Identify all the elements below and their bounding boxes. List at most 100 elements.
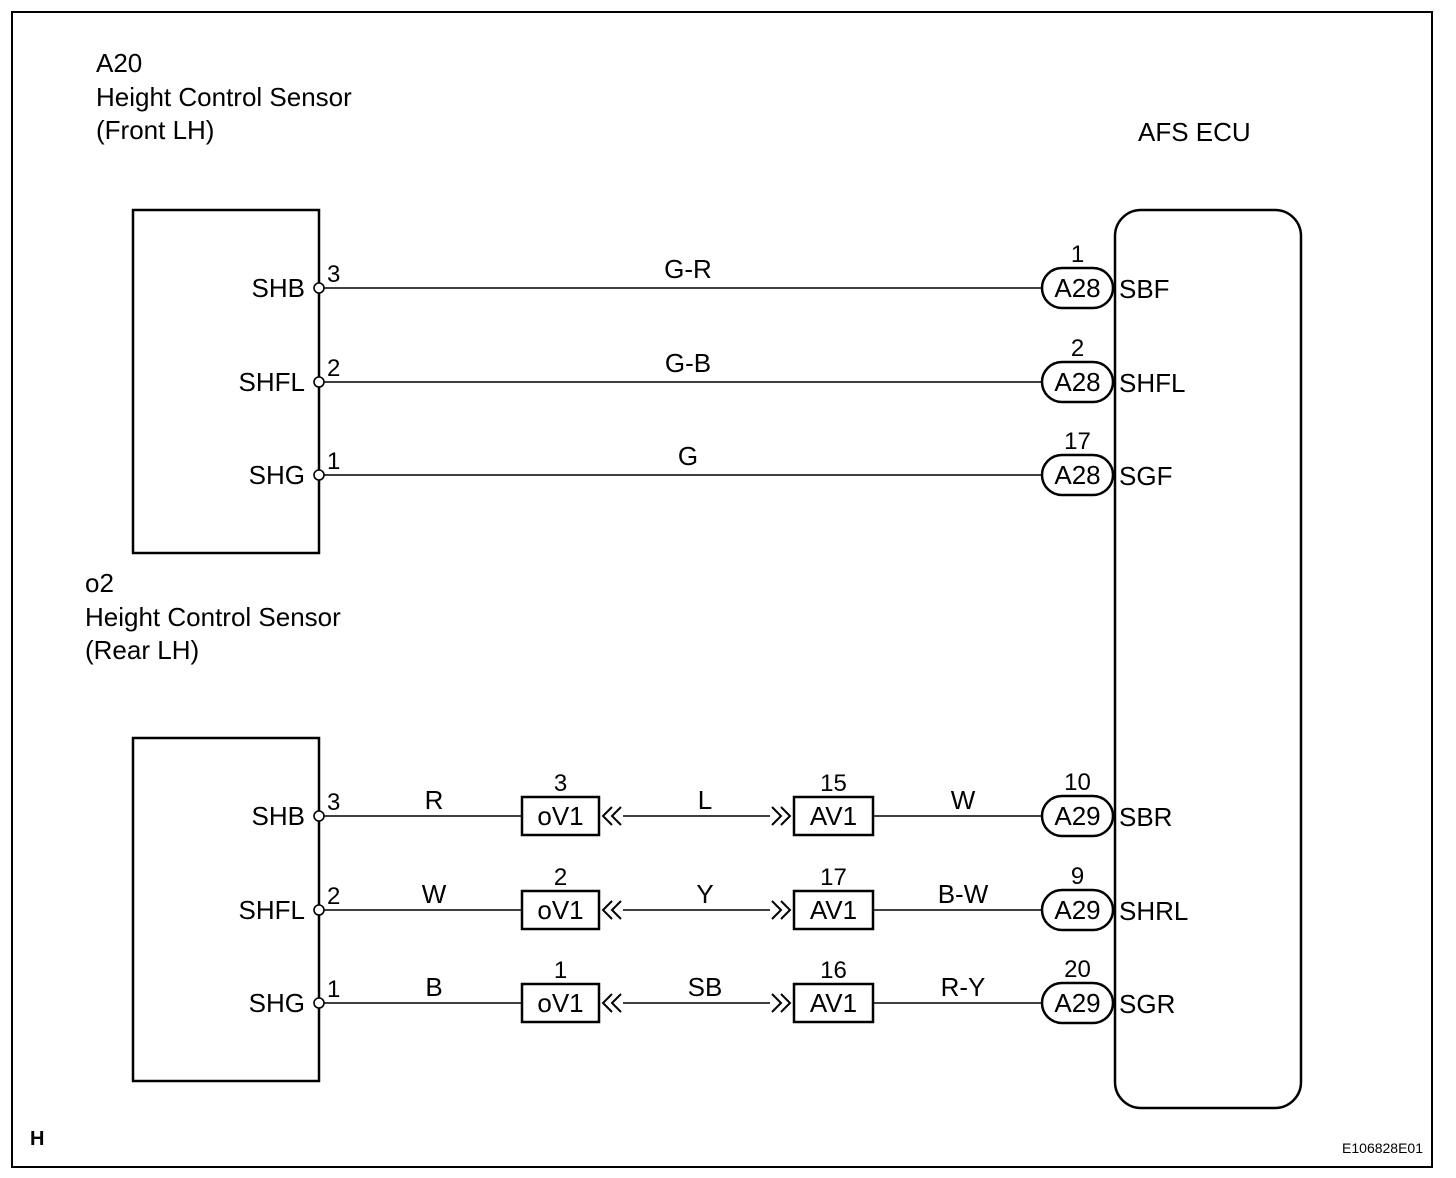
connector-female-icon — [601, 900, 613, 920]
junction-connector-label: AV1 — [810, 801, 857, 831]
ecu-pin-number: 9 — [1071, 863, 1084, 890]
sensor-pin-number: 3 — [327, 789, 340, 816]
wire-color-label: B — [425, 972, 442, 1002]
connector-male-icon — [780, 993, 792, 1013]
ecu-title: AFS ECU — [1138, 117, 1251, 147]
ecu-terminal-label: SBF — [1119, 274, 1170, 304]
sensor-pin-number: 3 — [327, 261, 340, 288]
terminal-icon — [313, 810, 325, 822]
ecu-connector — [1040, 360, 1115, 404]
terminal-icon — [313, 469, 325, 481]
front-sensor-id: A20 — [96, 48, 142, 78]
ecu-terminal-label: SGR — [1119, 989, 1175, 1019]
ecu-terminal-label: SHFL — [1119, 368, 1185, 398]
sensor-terminal-label: SHG — [249, 988, 305, 1018]
wire-color-label: B-W — [938, 879, 989, 909]
sensor-pin-number: 1 — [327, 976, 340, 1003]
ecu-pin-number: 20 — [1064, 956, 1091, 983]
sensor-terminal-label: SHFL — [239, 895, 305, 925]
junction-connector-box — [792, 982, 875, 1024]
sensor-terminal-label: SHG — [249, 460, 305, 490]
junction-pin-number: 16 — [820, 957, 847, 984]
diagram-frame — [11, 11, 1433, 1168]
sensor-pin-number: 2 — [327, 355, 340, 382]
ecu-connector-label: A29 — [1054, 988, 1100, 1018]
junction-pin-number: 2 — [554, 864, 567, 891]
front-sensor-title: A20 Height Control Sensor (Front LH) — [96, 48, 352, 145]
wire-color-label: SB — [688, 972, 723, 1002]
ecu-terminal-label: SGF — [1119, 461, 1172, 491]
ecu-connector — [1040, 266, 1115, 310]
connector-female-icon — [601, 806, 613, 826]
ecu-connector — [1040, 981, 1115, 1025]
wire-color-label: G-R — [664, 254, 712, 284]
junction-connector-box — [520, 889, 601, 931]
sensor-pin-number: 1 — [327, 448, 340, 475]
ecu-connector — [1040, 453, 1115, 497]
junction-connector-label: AV1 — [810, 895, 857, 925]
ecu-terminal-label: SBR — [1119, 802, 1172, 832]
junction-connector-label: oV1 — [537, 988, 583, 1018]
rear-sensor-position: (Rear LH) — [85, 635, 199, 665]
ecu-pin-number: 17 — [1064, 428, 1091, 455]
junction-pin-number: 15 — [820, 770, 847, 797]
terminal-icon — [313, 997, 325, 1009]
figure-id: E106828E01 — [1342, 1140, 1423, 1156]
junction-connector-label: AV1 — [810, 988, 857, 1018]
wire-color-label: G-B — [665, 348, 711, 378]
front-sensor-position: (Front LH) — [96, 115, 214, 145]
rear-sensor-box — [131, 736, 321, 1083]
ecu-pin-number: 2 — [1071, 335, 1084, 362]
connector-female-icon — [601, 993, 613, 1013]
wire-color-label: R — [425, 785, 444, 815]
ecu-pin-number: 1 — [1071, 241, 1084, 268]
ecu-connector — [1040, 888, 1115, 932]
corner-mark: H — [30, 1128, 44, 1150]
junction-connector-label: oV1 — [537, 895, 583, 925]
junction-pin-number: 3 — [554, 770, 567, 797]
junction-pin-number: 1 — [554, 957, 567, 984]
ecu-box — [1113, 208, 1303, 1110]
connector-female-icon — [610, 993, 622, 1013]
connector-male-icon — [771, 900, 783, 920]
ecu-connector-label: A29 — [1054, 801, 1100, 831]
front-sensor-box — [131, 208, 321, 555]
sensor-terminal-label: SHB — [252, 273, 305, 303]
connector-male-icon — [780, 806, 792, 826]
connector-male-icon — [771, 806, 783, 826]
rear-sensor-title: o2 Height Control Sensor (Rear LH) — [85, 568, 341, 665]
wire-color-label: G — [678, 441, 698, 471]
junction-pin-number: 17 — [820, 864, 847, 891]
sensor-terminal-label: SHB — [252, 801, 305, 831]
junction-connector-box — [520, 795, 601, 837]
sensor-terminal-label: SHFL — [239, 367, 305, 397]
front-sensor-name: Height Control Sensor — [96, 82, 352, 112]
wire-color-label: L — [698, 785, 712, 815]
ecu-connector-label: A28 — [1054, 460, 1100, 490]
rear-sensor-id: o2 — [85, 568, 114, 598]
junction-connector-box — [792, 795, 875, 837]
ecu-connector — [1040, 794, 1115, 838]
wire-color-label: W — [422, 879, 447, 909]
sensor-pin-number: 2 — [327, 883, 340, 910]
ecu-terminal-label: SHRL — [1119, 896, 1188, 926]
connector-female-icon — [610, 806, 622, 826]
connector-male-icon — [771, 993, 783, 1013]
junction-connector-box — [520, 982, 601, 1024]
ecu-connector-label: A29 — [1054, 895, 1100, 925]
ecu-connector-label: A28 — [1054, 367, 1100, 397]
terminal-icon — [313, 904, 325, 916]
wire-color-label: Y — [696, 879, 713, 909]
ecu-connector-label: A28 — [1054, 273, 1100, 303]
wire-color-label: W — [951, 785, 976, 815]
connector-female-icon — [610, 900, 622, 920]
